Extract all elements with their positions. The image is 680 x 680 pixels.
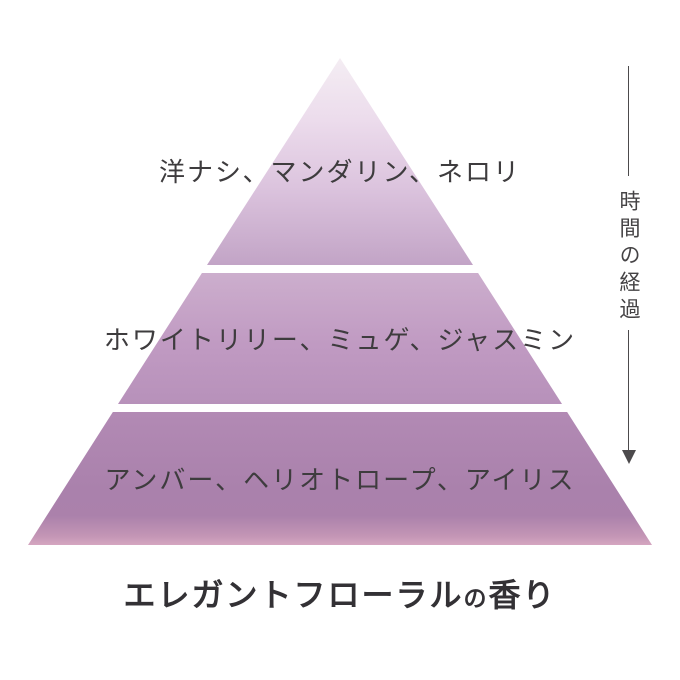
title-suffix: 香り — [488, 577, 557, 613]
time-axis-line-upper — [628, 66, 629, 176]
arrow-down-icon — [622, 450, 636, 464]
top-notes-label: 洋ナシ、マンダリン、ネロリ — [159, 157, 521, 187]
title-main: エレガントフローラル — [123, 577, 464, 613]
base-notes-label: アンバー、ヘリオトロープ、アイリス — [104, 465, 576, 495]
pyramid-bottom-tier — [28, 412, 652, 545]
time-axis-line-lower — [628, 330, 629, 450]
title-particle: の — [463, 585, 489, 611]
diagram-title: エレガントフローラルの香り — [0, 570, 680, 616]
middle-notes-label: ホワイトリリー、ミュゲ、ジャスミン — [103, 325, 577, 355]
pyramid-middle-tier — [118, 273, 562, 404]
time-axis-label: 時間の経過 — [617, 189, 640, 325]
